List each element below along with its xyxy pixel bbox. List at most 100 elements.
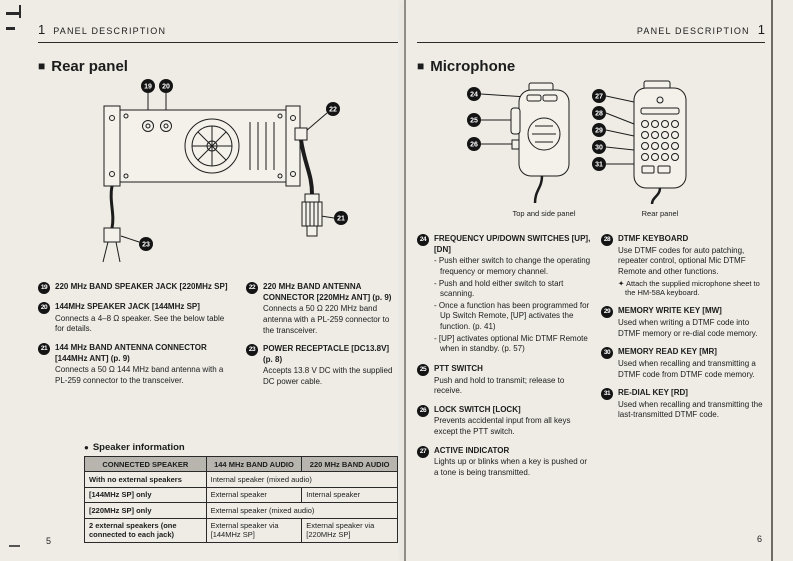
callout-marker-21: 21	[334, 211, 348, 225]
item-body: Used when recalling and transmitting the…	[618, 399, 763, 420]
item-number-badge: 29	[601, 306, 613, 319]
callout-marker-25: 25	[467, 113, 481, 127]
item-title: PTT SWITCH	[434, 363, 483, 373]
dtmf-keypad-icon	[641, 120, 679, 161]
rear-panel-diagram: 19 20 22 21 23	[102, 79, 348, 263]
scan-registration-mark	[6, 27, 15, 30]
page-spine-line	[404, 0, 406, 561]
microphone-rear-view-icon	[633, 80, 687, 204]
speaker-info-table: CONNECTED SPEAKER 144 MHz BAND AUDIO 220…	[84, 455, 399, 544]
header-title: PANEL DESCRIPTION	[636, 26, 750, 36]
scan-registration-mark	[19, 5, 21, 18]
section-title-text: Microphone	[430, 58, 516, 75]
item-number-badge: 23	[246, 344, 258, 357]
item-body: Connects a 50 Ω 144 MHz band antenna wit…	[55, 365, 224, 385]
table-header-row: CONNECTED SPEAKER 144 MHz BAND AUDIO 220…	[84, 455, 398, 473]
page-left: 1 PANEL DESCRIPTION ■ Rear panel	[38, 22, 399, 554]
section-title-microphone: ■ Microphone	[417, 58, 515, 75]
svg-text:27: 27	[595, 94, 603, 101]
section-title-rear-panel: ■ Rear panel	[38, 58, 128, 75]
table-row: 2 external speakers (one connected to ea…	[84, 517, 398, 544]
page-header-right: PANEL DESCRIPTION 1	[417, 22, 765, 43]
item-body: Connects a 50 Ω 220 MHz band antenna wit…	[263, 304, 390, 335]
left-page-column-2: 22 220 MHz BAND ANTENNA CONNECTOR [220MH…	[246, 282, 398, 396]
table-header-cell: 144 MHz BAND AUDIO	[205, 455, 303, 473]
item-title: RE-DIAL KEY [RD]	[618, 388, 688, 398]
item-number-badge: 31	[601, 388, 613, 401]
right-page-column-2: 28 DTMF KEYBOARD Use DTMF codes for auto…	[601, 234, 765, 429]
svg-text:22: 22	[329, 107, 337, 114]
table-row: With no external speakers Internal speak…	[84, 471, 399, 488]
item-bullet: - Once a function has been programmed fo…	[434, 300, 590, 331]
svg-text:23: 23	[142, 242, 150, 249]
item-body: Use DTMF codes for auto patching, repeat…	[618, 245, 746, 276]
description-item: 19 220 MHz BAND SPEAKER JACK [220MHz SP]	[38, 282, 234, 294]
table-row-label: 2 external speakers (one connected to ea…	[84, 517, 207, 544]
item-body: Connects a 4–8 Ω speaker. See the below …	[55, 313, 225, 334]
svg-text:20: 20	[162, 84, 170, 91]
page-header-left: 1 PANEL DESCRIPTION	[38, 22, 398, 43]
callout-marker-19: 19	[141, 79, 155, 93]
item-number-badge: 25	[417, 363, 429, 376]
table-header-cell: 220 MHz BAND AUDIO	[301, 455, 398, 473]
item-body: Push and hold to transmit; release to re…	[434, 375, 565, 396]
microphone-diagram: 24 25 26 27 28 29	[467, 80, 687, 204]
item-title: ACTIVE INDICATOR	[434, 445, 510, 455]
item-number-badge: 30	[601, 347, 613, 360]
table-row-label: With no external speakers	[84, 471, 207, 488]
mic-caption-rear: Rear panel	[641, 209, 679, 218]
item-body: Lights up or blinks when a key is pushed…	[434, 457, 587, 477]
section-title-text: Rear panel	[51, 58, 128, 75]
table-cell: Internal speaker	[301, 486, 398, 504]
description-item: 27 ACTIVE INDICATOR Lights up or blinks …	[417, 445, 591, 479]
item-title: 220 MHz BAND SPEAKER JACK [220MHz SP]	[55, 282, 228, 291]
section-square-icon: ■	[38, 58, 46, 73]
callout-marker-20: 20	[159, 79, 173, 93]
item-title: 220 MHz BAND ANTENNA CONNECTOR [220MHz A…	[263, 282, 392, 302]
dc-power-plug-icon	[102, 227, 121, 263]
description-item: 24 FREQUENCY UP/DOWN SWITCHES [UP], [DN]…	[417, 234, 591, 356]
table-cell: External speaker	[205, 486, 303, 504]
table-row-label: [144MHz SP] only	[84, 486, 207, 504]
svg-text:25: 25	[470, 118, 478, 125]
mic-caption-top-side: Top and side panel	[512, 209, 576, 218]
callout-marker-26: 26	[467, 137, 481, 151]
item-bullet: - Push either switch to change the opera…	[434, 256, 591, 276]
bullet-icon: ●	[84, 443, 89, 452]
item-body: Used when writing a DTMF code into DTMF …	[618, 318, 758, 338]
svg-text:26: 26	[470, 142, 478, 149]
speaker-info-title-text: Speaker information	[92, 442, 185, 453]
page-edge-line	[771, 0, 773, 561]
callout-marker-27: 27	[592, 89, 606, 103]
section-square-icon: ■	[417, 58, 425, 73]
table-cell: External speaker via [220MHz SP]	[301, 517, 398, 544]
page-right: PANEL DESCRIPTION 1 ■ Microphone	[417, 22, 765, 554]
item-title: 144 MHz BAND ANTENNA CONNECTOR [144MHz A…	[55, 342, 207, 363]
description-item: 30 MEMORY READ KEY [MR] Used when recall…	[601, 347, 765, 380]
description-item: 29 MEMORY WRITE KEY [MW] Used when writi…	[601, 306, 765, 339]
description-item: 20 144MHz SPEAKER JACK [144MHz SP] Conne…	[38, 302, 234, 335]
chapter-number: 1	[757, 22, 765, 37]
left-page-column-1: 19 220 MHz BAND SPEAKER JACK [220MHz SP]…	[38, 282, 234, 394]
chapter-number: 1	[38, 22, 46, 37]
table-header-cell: CONNECTED SPEAKER	[84, 455, 207, 473]
svg-text:28: 28	[595, 111, 603, 118]
item-body: Used when recalling and transmitting a D…	[618, 358, 756, 379]
callout-marker-24: 24	[467, 87, 481, 101]
right-page-column-1: 24 FREQUENCY UP/DOWN SWITCHES [UP], [DN]…	[417, 234, 591, 487]
callout-marker-29: 29	[592, 123, 606, 137]
page-number: 6	[757, 534, 763, 544]
item-number-badge: 27	[417, 445, 429, 458]
scan-registration-mark	[9, 545, 20, 547]
description-item: 28 DTMF KEYBOARD Use DTMF codes for auto…	[601, 234, 765, 298]
speaker-info-heading: ● Speaker information	[84, 442, 185, 453]
item-body: Prevents accidental input from all keys …	[434, 416, 571, 436]
table-cell: Internal speaker (mixed audio)	[205, 471, 399, 488]
svg-text:29: 29	[595, 128, 603, 135]
item-note: ✦ Attach the supplied microphone sheet t…	[618, 278, 760, 298]
item-number-badge: 26	[417, 404, 429, 417]
item-title: DTMF KEYBOARD	[618, 234, 689, 243]
header-title: PANEL DESCRIPTION	[53, 26, 167, 36]
callout-marker-30: 30	[592, 140, 606, 154]
